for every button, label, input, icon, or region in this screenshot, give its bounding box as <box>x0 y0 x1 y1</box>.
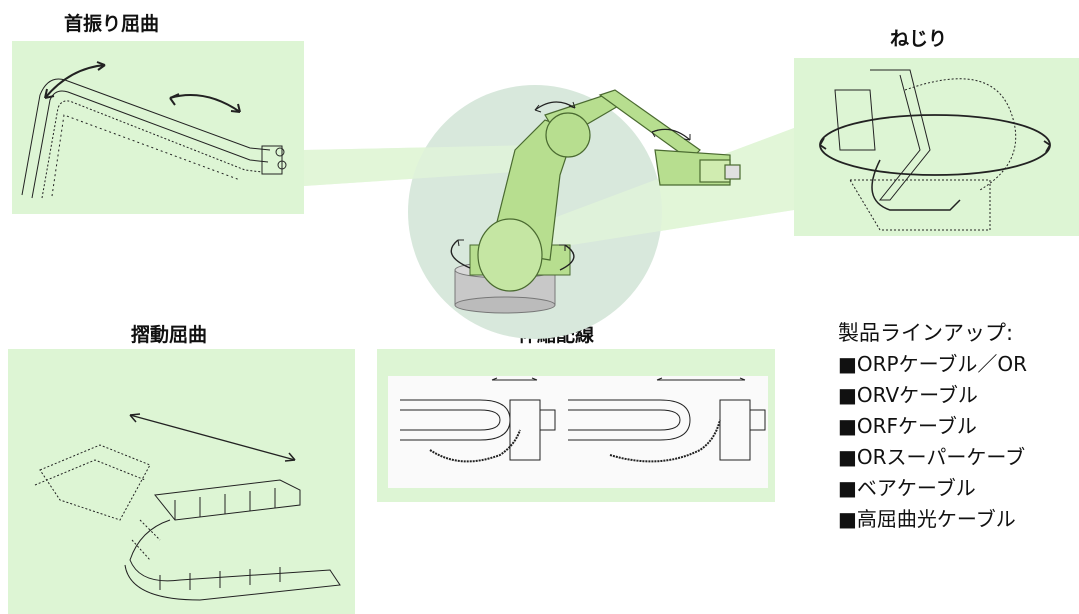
lineup-item: ■高屈曲光ケーブル <box>838 507 1016 531</box>
panel-twist <box>794 58 1079 236</box>
robot-rotate-arrow <box>450 239 575 271</box>
lineup-item: ■ORVケーブル <box>838 383 978 407</box>
twist-sketch <box>819 69 1051 231</box>
lineup-item: ■ORFケーブル <box>838 414 977 438</box>
title-twist: ねじり <box>890 28 948 50</box>
product-lineup: 製品ラインアップ: ■ORPケーブル／OR ■ORVケーブル ■ORFケーブル … <box>838 318 1027 535</box>
panel-neck-bend <box>12 41 304 214</box>
title-neck-bend: 首振り屈曲 <box>64 13 160 35</box>
panel-sliding-bend <box>8 349 355 614</box>
lineup-item: ■ORスーパーケーブ <box>838 445 1026 469</box>
lineup-item: ■ORPケーブル／OR <box>838 352 1028 376</box>
telescopic-sketch <box>388 376 768 488</box>
title-sliding-bend: 摺動屈曲 <box>131 324 208 346</box>
lineup-item: ■ベアケーブル <box>838 476 976 500</box>
neck-bend-sketch <box>21 61 287 199</box>
robot-arrow-1 <box>534 101 576 111</box>
robot-arm <box>477 89 741 292</box>
lineup-heading: 製品ラインアップ: <box>838 321 1014 345</box>
sliding-bend-sketch <box>34 413 341 601</box>
